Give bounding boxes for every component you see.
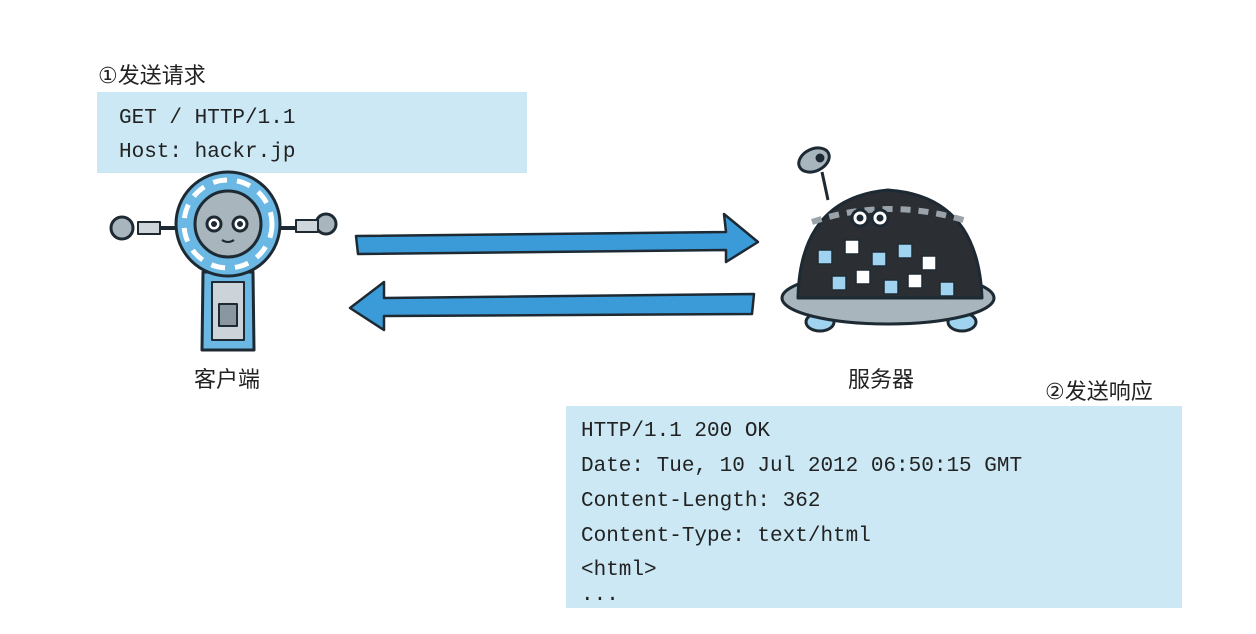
request-step-label: ①发送请求 xyxy=(98,64,206,89)
server-robot-icon xyxy=(780,146,996,333)
request-code-box: GET / HTTP/1.1 Host: hackr.jp xyxy=(97,92,527,173)
response-line: Content-Length: 362 xyxy=(581,490,821,513)
request-arrow xyxy=(354,212,760,264)
client-label: 客户端 xyxy=(194,368,261,393)
request-line: Host: hackr.jp xyxy=(119,141,296,164)
response-line: HTTP/1.1 200 OK xyxy=(581,420,771,443)
client-robot-icon xyxy=(109,170,338,352)
request-line: GET / HTTP/1.1 xyxy=(119,107,296,130)
response-line: <html> xyxy=(581,559,657,582)
response-step-label: ②发送响应 xyxy=(1045,380,1153,405)
response-line: ... xyxy=(581,584,619,607)
response-line: Date: Tue, 10 Jul 2012 06:50:15 GMT xyxy=(581,455,1023,478)
response-arrow xyxy=(348,280,756,332)
response-line: Content-Type: text/html xyxy=(581,525,871,548)
response-code-box: HTTP/1.1 200 OK Date: Tue, 10 Jul 2012 0… xyxy=(566,406,1182,608)
server-label: 服务器 xyxy=(848,368,915,393)
